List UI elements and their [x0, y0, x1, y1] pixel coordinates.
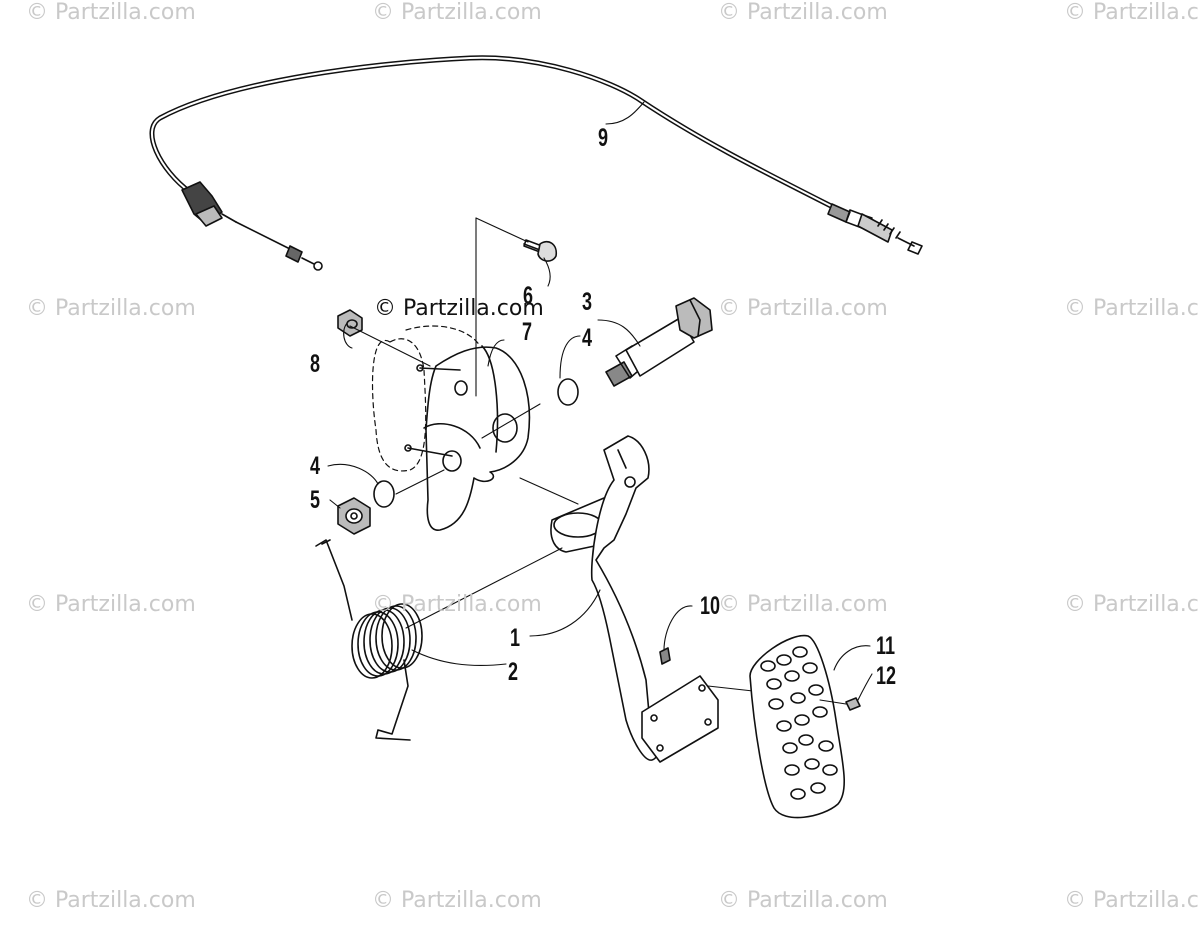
callout-9: 9 [598, 124, 609, 152]
callout-5: 5 [310, 486, 321, 514]
pivot-bracket-7[interactable] [404, 345, 531, 531]
callout-12: 12 [876, 662, 897, 690]
callout-6: 6 [523, 282, 534, 310]
callout-4a: 4 [582, 324, 593, 352]
watermark: © Partzilla.com [26, 296, 196, 321]
callout-3: 3 [582, 288, 593, 316]
throttle-cable[interactable] [149, 55, 923, 271]
callout-11: 11 [876, 632, 896, 660]
nut-8[interactable] [337, 309, 363, 337]
assembly-line [475, 217, 529, 243]
assembly-line [519, 477, 579, 505]
assembly-line [395, 469, 445, 495]
assembly-line [405, 547, 563, 629]
watermark: © Partzilla.com [372, 888, 542, 913]
watermark: © Partzilla.com [1064, 296, 1200, 321]
watermark: © Partzilla.com [26, 592, 196, 617]
assembly-line [481, 403, 541, 439]
callout-10: 10 [700, 592, 721, 620]
assembly-line [819, 699, 847, 705]
gasket-outline-2 [405, 325, 481, 347]
watermark: © Partzilla.com [718, 592, 888, 617]
o-ring-4b[interactable] [373, 480, 395, 508]
watermark: © Partzilla.com [372, 0, 542, 25]
callout-2: 2 [508, 658, 519, 686]
watermark: © Partzilla.com [1064, 0, 1200, 25]
watermark: © Partzilla.com [718, 888, 888, 913]
callout-4b: 4 [310, 452, 321, 480]
screw-12[interactable] [845, 697, 861, 711]
callout-7: 7 [522, 318, 533, 346]
watermark: © Partzilla.com [718, 296, 888, 321]
watermark: © Partzilla.com [1064, 592, 1200, 617]
callout-1: 1 [510, 624, 521, 652]
torsion-spring-2[interactable] [315, 539, 423, 741]
callout-8: 8 [310, 350, 321, 378]
center-watermark: © Partzilla.com [374, 296, 544, 321]
nut-5[interactable] [337, 497, 371, 535]
o-ring-4a[interactable] [557, 378, 579, 406]
pivot-bolt-3[interactable] [605, 297, 713, 387]
gasket-outline [371, 338, 427, 472]
screw-6[interactable] [523, 239, 558, 262]
watermark: © Partzilla.com [718, 0, 888, 25]
watermark: © Partzilla.com [26, 0, 196, 25]
leader-lines [327, 101, 873, 701]
bolt-10[interactable] [659, 647, 671, 665]
watermark: © Partzilla.com [1064, 888, 1200, 913]
assembly-line [349, 325, 431, 367]
watermark: © Partzilla.com [26, 888, 196, 913]
watermark: © Partzilla.com [372, 592, 542, 617]
pedal-mount-plate [641, 675, 719, 763]
foot-pad-11[interactable] [749, 634, 846, 819]
